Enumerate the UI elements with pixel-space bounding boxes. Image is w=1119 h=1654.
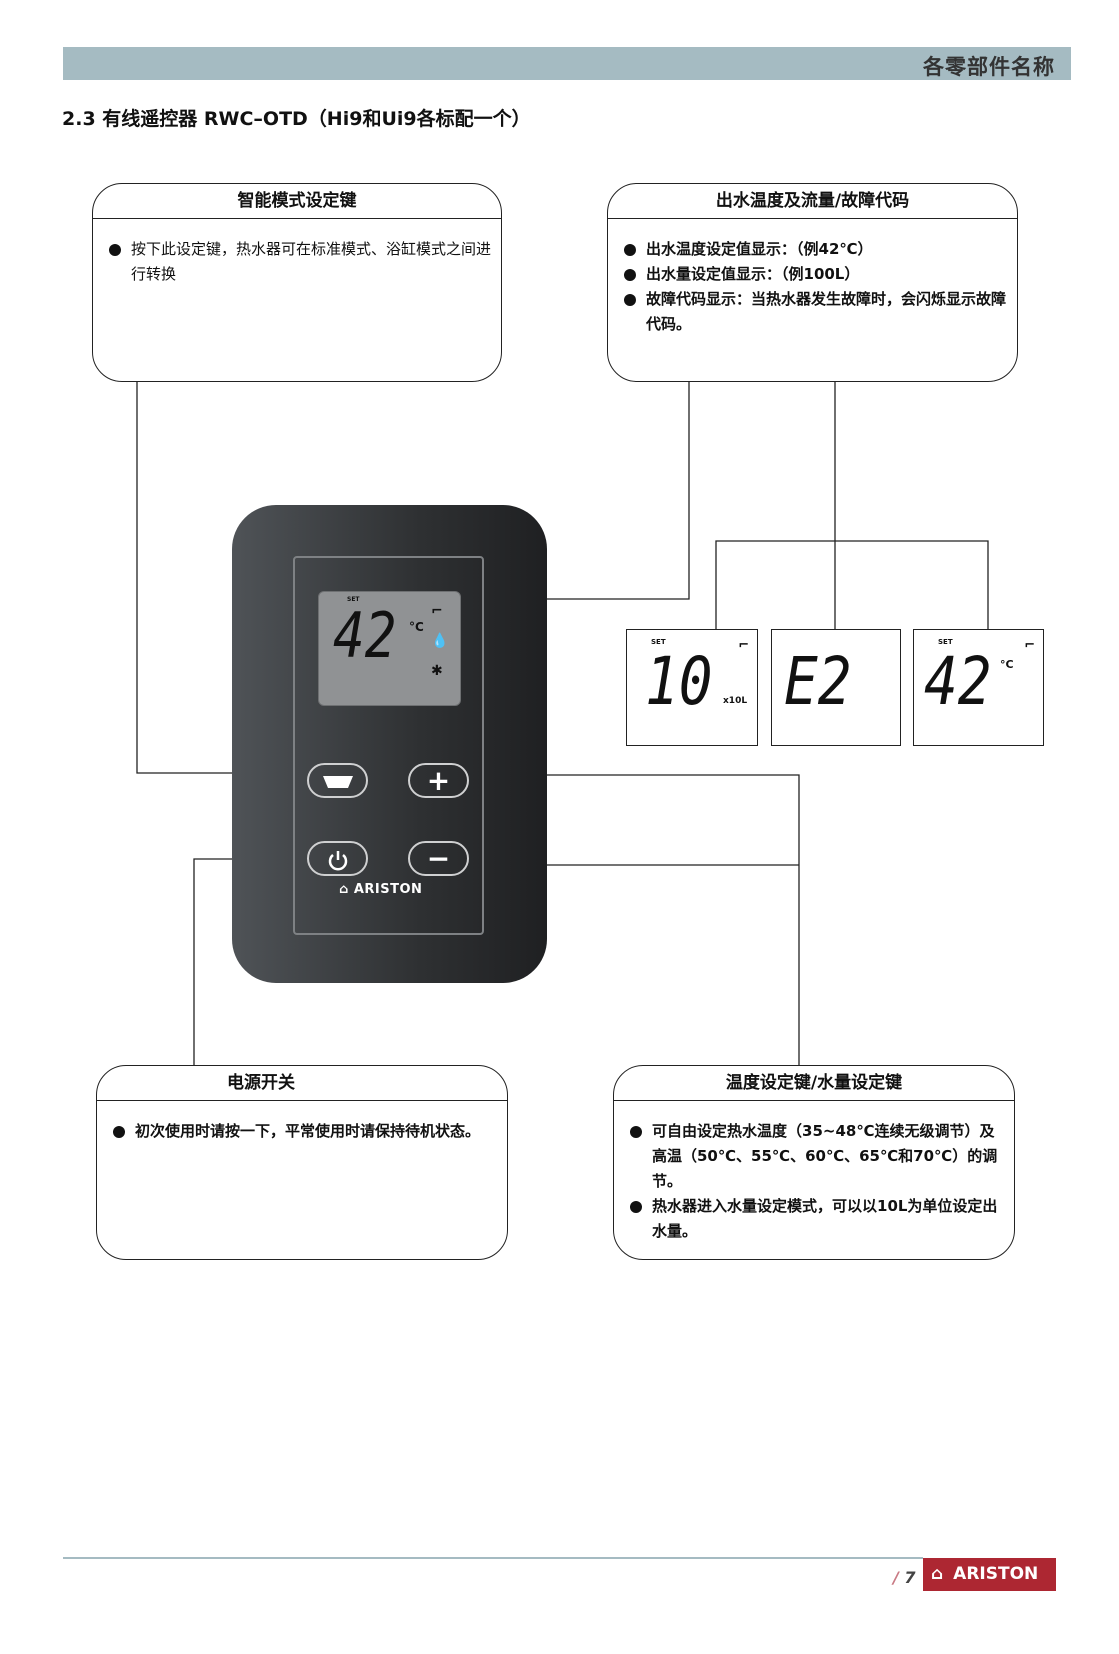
callout-item: 出水温度设定值显示：（例42℃） xyxy=(622,237,1007,262)
callout-display: 出水温度及流量/故障代码 出水温度设定值显示：（例42℃） 出水量设定值显示：（… xyxy=(607,183,1018,382)
minus-button[interactable]: − xyxy=(408,841,469,876)
example-display-error: E2 xyxy=(771,629,901,746)
page-number: / 7 xyxy=(893,1568,916,1587)
lcd-value: 42 xyxy=(333,599,397,672)
callout-title: 温度设定键/水量设定键 xyxy=(614,1066,1014,1101)
callout-temp-key: 温度设定键/水量设定键 可自由设定热水温度（35~48℃连续无级调节）及高温（5… xyxy=(613,1065,1015,1260)
flame-icon: 💧 xyxy=(431,633,449,649)
remote-panel: SET 42 °C ⌐ 💧 ✱ + − ⌂ ARISTON xyxy=(293,556,484,935)
line-examples-branch xyxy=(715,540,989,629)
faucet-icon: ⌐ xyxy=(431,603,443,619)
callout-item: 故障代码显示：当热水器发生故障时，会闪烁显示故障代码。 xyxy=(622,287,1007,337)
page-title: 2.3 有线遥控器 RWC–OTD（Hi9和Ui9各标配一个） xyxy=(62,108,531,130)
callout-item: 初次使用时请按一下，平常使用时请保持待机状态。 xyxy=(111,1119,497,1144)
callout-title: 电源开关 xyxy=(97,1066,507,1101)
display-unit: °C xyxy=(1000,658,1014,671)
power-button[interactable] xyxy=(307,841,368,876)
section-header-bar: 各零部件名称 xyxy=(63,47,1071,80)
section-title: 各零部件名称 xyxy=(923,55,1055,79)
lcd-display: SET 42 °C ⌐ 💧 ✱ xyxy=(318,591,461,706)
footer-divider xyxy=(63,1557,923,1559)
line-plus xyxy=(457,774,800,1065)
bathtub-icon xyxy=(322,776,353,788)
power-icon xyxy=(328,851,347,871)
callout-item: 按下此设定键，热水器可在标准模式、浴缸模式之间进行转换 xyxy=(107,237,491,287)
lcd-set-label: SET xyxy=(347,596,360,603)
callout-item: 热水器进入水量设定模式，可以以10L为单位设定出水量。 xyxy=(628,1194,1004,1244)
lcd-unit: °C xyxy=(409,620,424,634)
callout-mode-key: 智能模式设定键 按下此设定键，热水器可在标准模式、浴缸模式之间进行转换 xyxy=(92,183,502,382)
snowflake-icon: ✱ xyxy=(431,663,443,679)
set-label: SET xyxy=(938,638,953,646)
callout-power: 电源开关 初次使用时请按一下，平常使用时请保持待机状态。 xyxy=(96,1065,508,1260)
example-display-volume: SET 10 x10L ⌐ xyxy=(626,629,758,746)
remote-controller: SET 42 °C ⌐ 💧 ✱ + − ⌂ ARISTON xyxy=(232,505,547,983)
house-icon: ⌂ xyxy=(931,1564,944,1584)
display-unit: x10L xyxy=(723,696,748,706)
callout-item: 可自由设定热水温度（35~48℃连续无级调节）及高温（50℃、55℃、60℃、6… xyxy=(628,1119,1004,1194)
set-label: SET xyxy=(651,638,666,646)
bath-mode-button[interactable] xyxy=(307,763,368,798)
display-value: 10 xyxy=(645,643,713,720)
faucet-icon: ⌐ xyxy=(738,638,749,653)
callout-title: 智能模式设定键 xyxy=(93,184,501,219)
display-value: 42 xyxy=(924,643,992,720)
display-value: E2 xyxy=(784,643,852,720)
callout-item: 出水量设定值显示：（例100L） xyxy=(622,262,1007,287)
remote-brand-logo: ⌂ ARISTON xyxy=(339,882,423,897)
callout-title: 出水温度及流量/故障代码 xyxy=(608,184,1017,219)
footer-brand-logo: ⌂ARISTON xyxy=(923,1558,1056,1591)
example-display-temp: SET 42 °C ⌐ xyxy=(913,629,1044,746)
faucet-icon: ⌐ xyxy=(1024,638,1035,653)
plus-button[interactable]: + xyxy=(408,763,469,798)
